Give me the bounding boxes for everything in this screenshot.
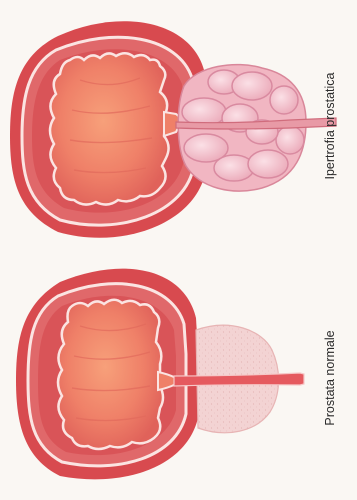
bladder-lumen-bottom — [58, 300, 163, 449]
label-ipertrofia-prostatica: Ipertrofia prostatica — [323, 72, 337, 179]
bladder-lumen-top — [50, 53, 169, 204]
prostate-lobe — [232, 72, 272, 100]
prostate-lobe — [276, 126, 304, 154]
prostate-lobe — [270, 86, 298, 114]
prostate-lobe — [248, 150, 288, 178]
label-prostata-normale: Prostata normale — [323, 330, 337, 425]
